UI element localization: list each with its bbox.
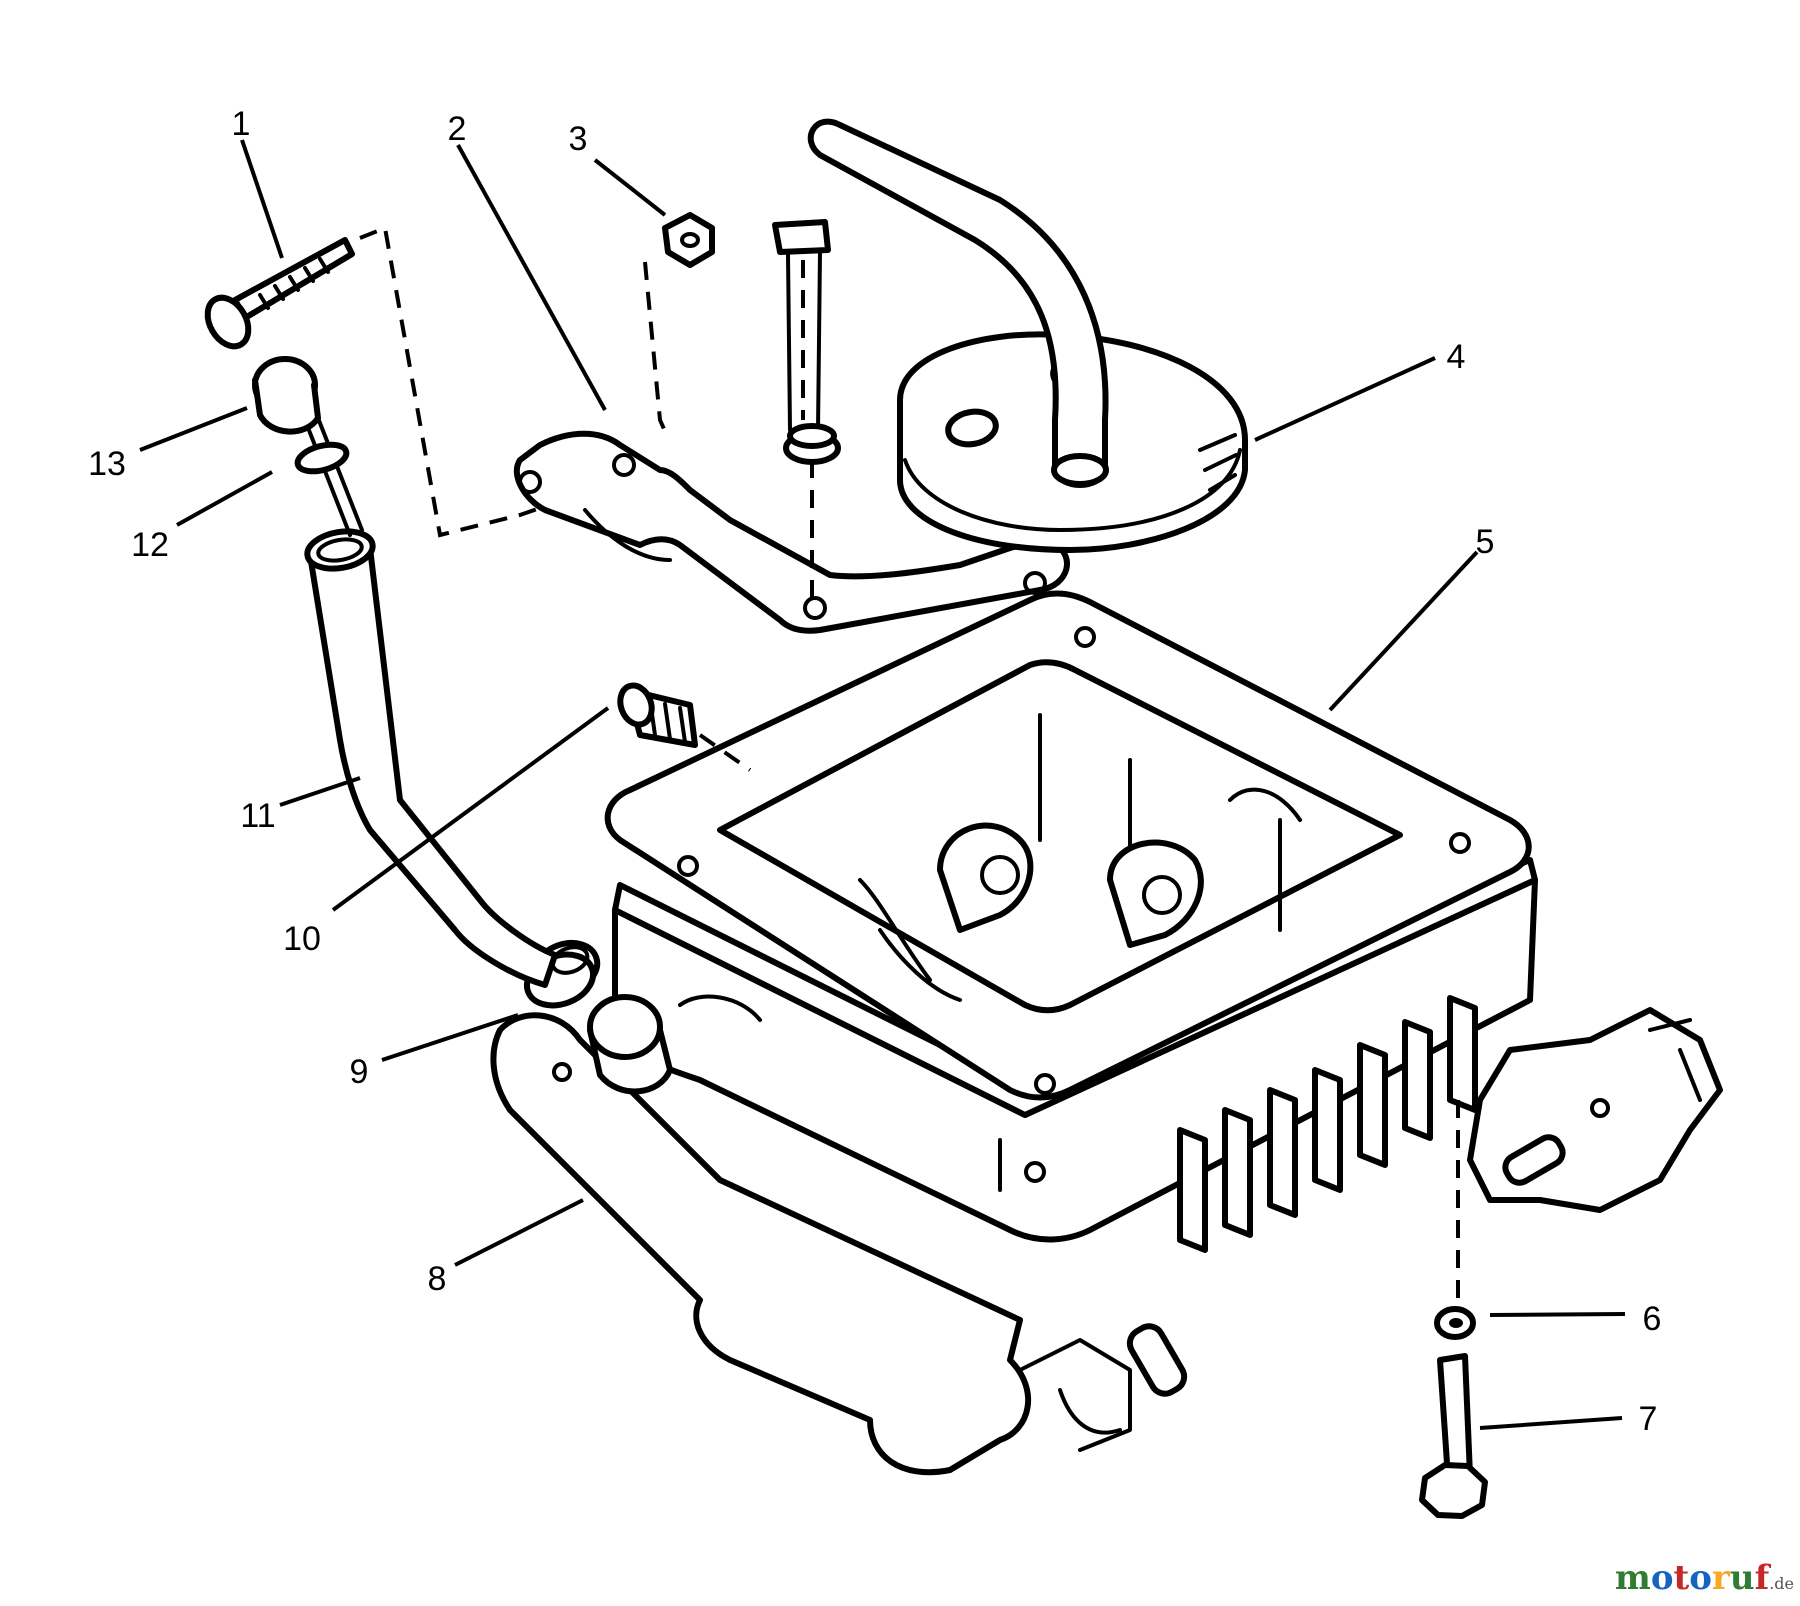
watermark-letter: m (1614, 1558, 1651, 1598)
callout-1: 1 (232, 105, 251, 143)
leader-lines (139, 139, 1626, 1430)
callout-10: 10 (283, 920, 321, 958)
sump-interior (858, 713, 1302, 1002)
cooling-fins (1177, 995, 1478, 1253)
watermark-logo: motoruf.de (1615, 1558, 1794, 1598)
nut-part (662, 212, 715, 268)
o-ring-part (294, 441, 350, 475)
watermark-letter: u (1729, 1558, 1755, 1598)
watermark-letter: f (1754, 1558, 1770, 1598)
watermark-suffix: .de (1769, 1574, 1794, 1593)
cover-bolt-part (772, 219, 841, 465)
bottom-bolt-part (1419, 1353, 1488, 1519)
callout-8: 8 (428, 1260, 447, 1298)
callout-13: 13 (88, 445, 126, 483)
base-boss (587, 994, 673, 1095)
callout-6: 6 (1643, 1300, 1662, 1338)
plug-part (617, 682, 698, 748)
callout-12: 12 (131, 526, 169, 564)
base-plate-part (490, 1007, 1723, 1476)
assembly-lines (359, 225, 1460, 1300)
callout-labels: 1 2 3 4 5 6 7 8 9 10 11 12 13 (88, 105, 1661, 1438)
watermark-letter: t (1673, 1558, 1690, 1598)
watermark-letter: o (1689, 1558, 1712, 1598)
watermark-letter: o (1650, 1558, 1674, 1598)
dipstick-tube-part (304, 528, 558, 988)
callout-3: 3 (569, 120, 588, 158)
callout-4: 4 (1447, 338, 1466, 376)
breather-cover-part (807, 118, 1248, 553)
long-screw-part (204, 237, 355, 350)
watermark-letter: r (1711, 1558, 1730, 1598)
callout-5: 5 (1476, 523, 1495, 561)
callout-9: 9 (350, 1053, 369, 1091)
callout-11: 11 (240, 797, 275, 835)
callout-2: 2 (448, 110, 467, 148)
washer-part (1434, 1306, 1476, 1340)
dipstick-part (252, 356, 364, 537)
callout-7: 7 (1639, 1400, 1658, 1438)
